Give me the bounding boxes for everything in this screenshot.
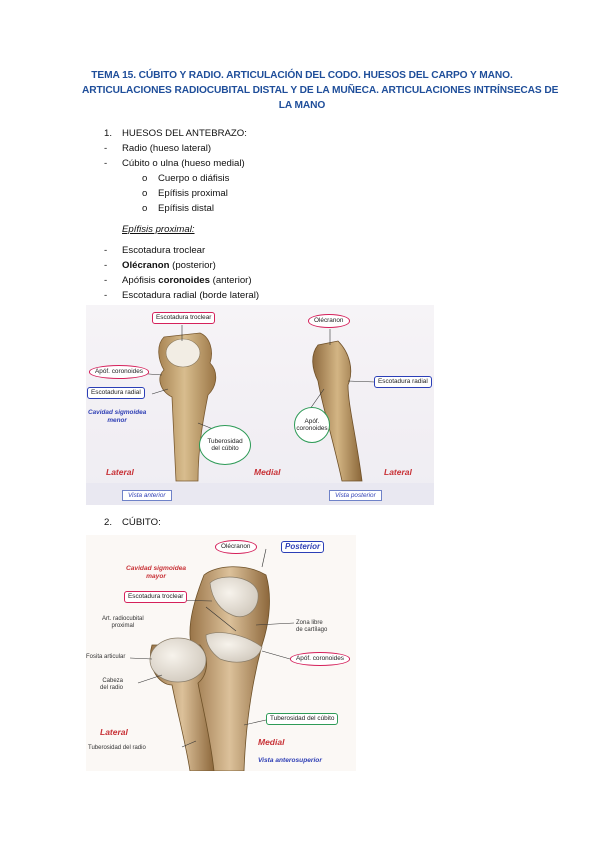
ulna-illustration	[135, 325, 376, 482]
label-tuberosidad-del-radio: Tuberosidad del radio	[88, 745, 146, 751]
label-art-radiocubital-proximal: Art. radiocubital proximal	[102, 616, 144, 629]
section1-number: 1.	[104, 128, 113, 139]
sub-list-item: Epífisis distal	[158, 203, 214, 214]
bullet-marker: -	[104, 143, 108, 154]
caption-vista-posterior: Vista posterior	[329, 490, 382, 501]
caption-vista-anterior: Vista anterior	[122, 490, 172, 501]
label-tuberosidad-del-cubito: Tuberosidad del cúbito	[266, 713, 339, 725]
list-item: Radio (hueso lateral)	[122, 143, 212, 154]
title-line-3: LA MANO	[278, 100, 326, 111]
label-olecranon: Olécranon	[308, 314, 350, 328]
label-escotadura-radial: Escotadura radial	[87, 387, 145, 399]
section2-number: 2.	[104, 517, 113, 528]
bullet-marker: -	[104, 275, 108, 286]
label-fosita-articular: Fosita articular	[86, 654, 126, 660]
label-lateral-right: Lateral	[384, 467, 412, 477]
label-vista-anterosuperior: Vista anterosuperior	[258, 757, 322, 764]
label-escotadura-troclear: Escotadura troclear	[124, 591, 188, 603]
label-escotadura-troclear: Escotadura troclear	[152, 312, 216, 324]
sub-list-item: Epífisis proximal	[158, 188, 228, 199]
sub-bullet-marker: o	[142, 203, 148, 214]
label-cavidad-sigmoidea-menor: Cavidad sigmoidea menor	[88, 409, 147, 424]
list-item: Cúbito o ulna (hueso medial)	[122, 158, 245, 169]
sub-bullet-marker: o	[142, 173, 148, 184]
section1-heading: HUESOS DEL ANTEBRAZO:	[122, 128, 247, 139]
label-posterior: Posterior	[281, 541, 325, 553]
label-lateral: Lateral	[106, 467, 134, 477]
sub-bullet-marker: o	[142, 188, 148, 199]
label-medial: Medial	[254, 467, 281, 477]
label-cabeza-del-radio: Cabeza del radio	[100, 678, 124, 691]
elbow-illustration	[129, 548, 295, 771]
subtitle-epifisis-proximal: Epífisis proximal:	[122, 224, 195, 235]
list-item: Escotadura troclear	[122, 245, 206, 256]
label-escotadura-radial-posterior: Escotadura radial	[374, 376, 432, 388]
list-item: Apófisis coronoides (anterior)	[122, 275, 252, 286]
label-olecranon: Olécranon	[215, 540, 257, 554]
list-item: Escotadura radial (borde lateral)	[122, 290, 260, 301]
label-zona-libre-cartilago: Zona libre de cartílago	[296, 620, 328, 633]
ulna-anterior-posterior-figure: Escotadura troclear Apóf. coronoides Esc…	[86, 305, 434, 505]
bullet-marker: -	[104, 245, 108, 256]
label-apof-coronoides: Apóf. coronoides	[290, 652, 350, 666]
sub-list-item: Cuerpo o diáfisis	[158, 173, 230, 184]
title-line-2: ARTICULACIONES RADIOCUBITAL DISTAL Y DE …	[82, 85, 559, 96]
section2-heading: CÚBITO:	[122, 517, 161, 528]
label-medial: Medial	[258, 737, 285, 747]
list-item: Olécranon (posterior)	[122, 260, 216, 271]
bullet-marker: -	[104, 158, 108, 169]
label-apof-coronoides-posterior: Apóf. coronoides	[294, 407, 330, 443]
label-lateral: Lateral	[100, 727, 128, 737]
label-apof-coronoides: Apóf. coronoides	[89, 365, 149, 379]
ulna-anterosuperior-figure: Olécranon Posterior Cavidad sigmoidea ma…	[86, 535, 356, 771]
title-line-1: TEMA 15. CÚBITO Y RADIO. ARTICULACIÓN DE…	[91, 70, 513, 81]
page-title: TEMA 15. CÚBITO Y RADIO. ARTICULACIÓN DE…	[82, 68, 559, 113]
bullet-marker: -	[104, 290, 108, 301]
label-cavidad-sigmoidea-mayor: Cavidad sigmoidea mayor	[126, 565, 187, 580]
bullet-marker: -	[104, 260, 108, 271]
label-tuberosidad-cubito: Tuberosidad del cúbito	[199, 425, 251, 465]
